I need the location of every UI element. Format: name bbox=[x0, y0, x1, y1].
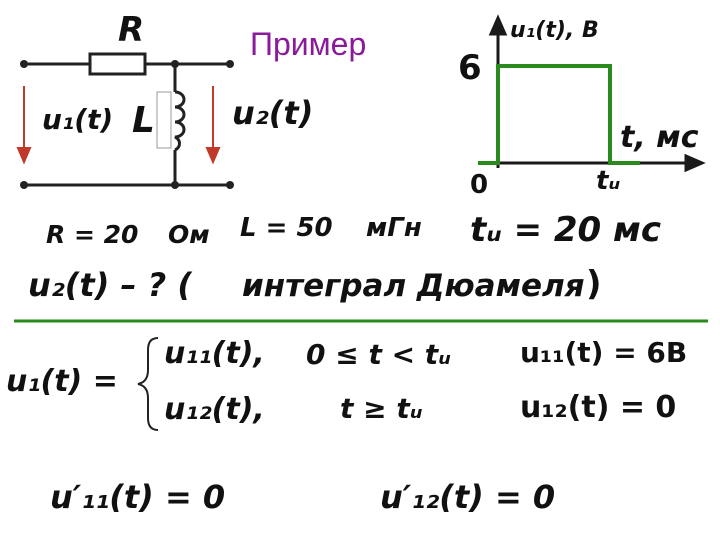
u1-arrow-head bbox=[16, 147, 32, 165]
graph-y-value: 6 bbox=[458, 48, 482, 88]
result-u12: u₁₂(t) = 0 bbox=[520, 390, 677, 425]
piecewise-brace bbox=[137, 337, 159, 431]
question-method: интеграл Дюамеля bbox=[242, 268, 585, 304]
result-u11: u₁₁(t) = 6В bbox=[520, 336, 688, 369]
param-l: L = 50 bbox=[240, 213, 333, 243]
result-du12: u′₁₂(t) = 0 bbox=[380, 478, 556, 516]
x-axis-arrow bbox=[684, 153, 706, 173]
page-title: Пример bbox=[250, 26, 367, 62]
piecewise-case1-cond: 0 ≤ t < tᵤ bbox=[306, 338, 451, 371]
node-junction-bottom bbox=[171, 181, 179, 189]
circuit-nodes bbox=[20, 60, 234, 189]
voltage-arrows bbox=[16, 86, 221, 165]
u2-arrow-head bbox=[205, 147, 221, 165]
question-close: ) bbox=[586, 264, 602, 304]
u1-circuit-label: u₁(t) bbox=[42, 103, 114, 136]
y-axis-arrow bbox=[488, 14, 508, 36]
param-l-unit: мГн bbox=[366, 213, 422, 243]
node-terminal-1 bbox=[20, 60, 28, 68]
piecewise-lhs: u₁(t) = bbox=[6, 364, 118, 399]
graph-origin-label: 0 bbox=[470, 170, 489, 200]
resistor-label: R bbox=[118, 10, 145, 50]
resistor-symbol bbox=[88, 52, 147, 76]
inductor-coil bbox=[174, 90, 186, 152]
result-du11: u′₁₁(t) = 0 bbox=[50, 478, 226, 516]
param-r: R = 20 bbox=[46, 220, 139, 249]
node-terminal-2 bbox=[226, 60, 234, 68]
node-terminal-3 bbox=[20, 181, 28, 189]
param-tu: tᵤ = 20 мс bbox=[470, 210, 662, 250]
piecewise-case2-cond: t ≥ tᵤ bbox=[340, 392, 423, 425]
node-terminal-4 bbox=[226, 181, 234, 189]
node-junction-top bbox=[171, 60, 179, 68]
circuit-schematic bbox=[24, 52, 230, 187]
param-r-unit: Ом bbox=[168, 220, 210, 249]
piecewise-case2-expr: u₁₂(t), bbox=[164, 392, 265, 427]
pulse-series-line bbox=[478, 64, 640, 165]
graph-x-axis-label: t, мс bbox=[620, 120, 699, 155]
inductor-core bbox=[156, 91, 172, 149]
piecewise-case1-expr: u₁₁(t), bbox=[164, 336, 265, 371]
graph-tu-tick: tᵤ bbox=[596, 166, 621, 196]
graph-y-axis-label: u₁(t), В bbox=[510, 18, 599, 43]
u2-circuit-label: u₂(t) bbox=[232, 94, 314, 132]
inductor-label: L bbox=[132, 100, 155, 141]
question-lhs: u₂(t) – ? ( bbox=[28, 266, 192, 304]
